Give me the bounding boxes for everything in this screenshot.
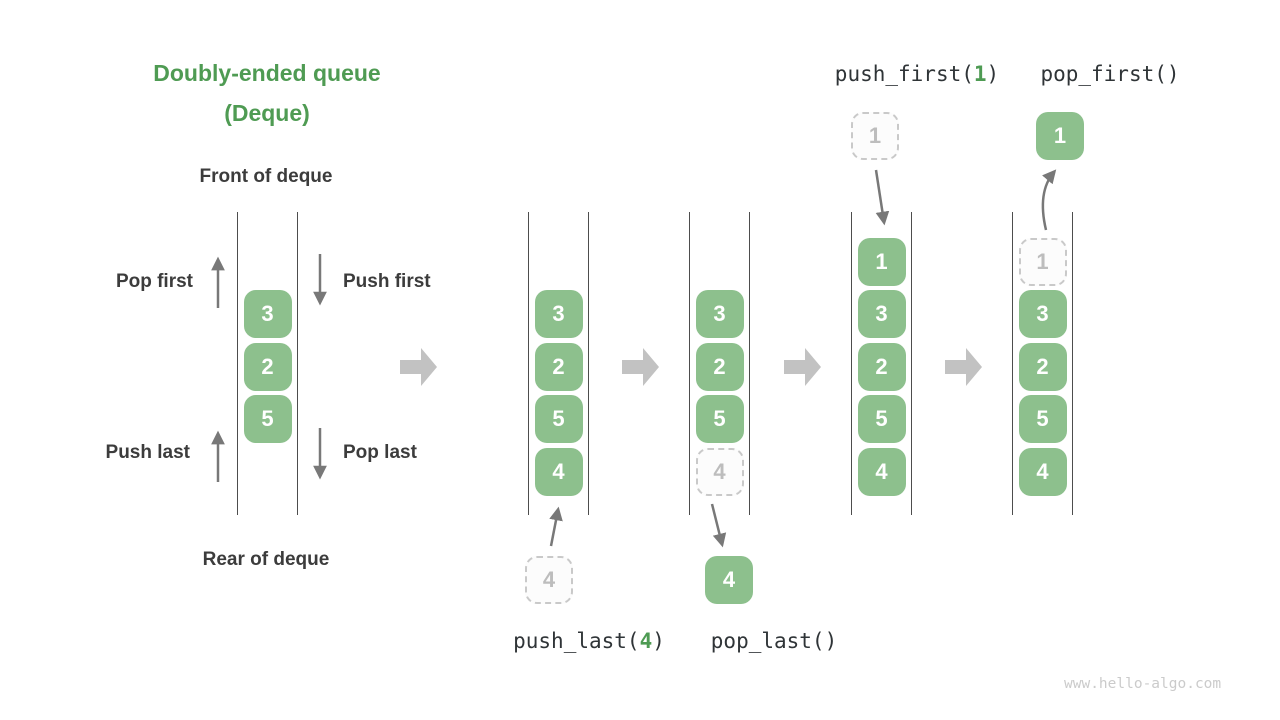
code-text: ) — [652, 629, 665, 653]
push-last-label: Push last — [105, 442, 190, 463]
deque-cell: 5 — [534, 395, 583, 443]
transition-arrow-icon — [945, 348, 982, 386]
code-text: push_last( — [513, 629, 640, 653]
deque-cell-ghost: 1 — [1018, 237, 1067, 286]
pop-last-label: Pop last — [343, 442, 417, 463]
deque-stage-push-last: 3 2 5 4 — [528, 212, 589, 515]
transition-arrow-icon — [622, 348, 659, 386]
deque-stage-push-first: 1 3 2 5 4 — [851, 212, 912, 515]
pop-last-code-label: pop_last() — [710, 629, 838, 653]
deque-cell: 1 — [857, 237, 906, 286]
deque-stage-initial: 3 2 5 — [237, 212, 298, 515]
title-line-1: Doubly-ended queue — [153, 60, 381, 86]
deque-cell: 3 — [534, 290, 583, 338]
transition-arrow-icon — [784, 348, 821, 386]
title-line-2: (Deque) — [224, 100, 310, 126]
outgoing-value: 1 — [1036, 112, 1084, 160]
push-first-code-label: push_first(1) — [817, 62, 1017, 86]
deque-cell-ghost: 4 — [695, 447, 744, 496]
deque-cell: 4 — [1018, 447, 1067, 496]
front-of-deque-label: Front of deque — [199, 166, 333, 187]
incoming-value-ghost: 1 — [851, 112, 899, 160]
pop-first-label: Pop first — [115, 271, 193, 292]
deque-cell: 5 — [243, 395, 292, 443]
deque-stage-pop-last: 3 2 5 4 — [689, 212, 750, 515]
deque-cell: 2 — [534, 342, 583, 391]
incoming-value-ghost: 4 — [525, 556, 573, 604]
deque-cell: 3 — [1018, 290, 1067, 338]
code-text: push_first( — [834, 62, 974, 86]
watermark: www.hello-algo.com — [1064, 676, 1222, 692]
deque-cell: 5 — [1018, 395, 1067, 443]
deque-stage-pop-first: 1 3 2 5 4 — [1012, 212, 1073, 515]
deque-cell: 3 — [857, 290, 906, 338]
code-text: ) — [986, 62, 1000, 86]
push-first-label: Push first — [343, 271, 431, 292]
code-arg: 1 — [973, 62, 987, 86]
deque-cell: 3 — [695, 290, 744, 338]
pop-first-code-label: pop_first() — [1040, 62, 1180, 86]
transition-arrow-icon — [400, 348, 437, 386]
deque-cell: 5 — [857, 395, 906, 443]
deque-cell: 5 — [695, 395, 744, 443]
outgoing-value: 4 — [705, 556, 753, 604]
deque-cell: 2 — [1018, 342, 1067, 391]
deque-cell: 2 — [695, 342, 744, 391]
code-arg: 4 — [639, 629, 653, 653]
push-last-code-label: push_last(4) — [489, 629, 689, 653]
push-last-insert-arrow-icon — [549, 506, 563, 547]
page-title: Doubly-ended queue (Deque) — [107, 58, 427, 128]
deque-cell: 3 — [243, 290, 292, 338]
deque-cell: 2 — [243, 342, 292, 391]
deque-cell: 4 — [534, 447, 583, 496]
deque-cell: 4 — [857, 447, 906, 496]
deque-cell: 2 — [857, 342, 906, 391]
rear-of-deque-label: Rear of deque — [202, 549, 330, 570]
